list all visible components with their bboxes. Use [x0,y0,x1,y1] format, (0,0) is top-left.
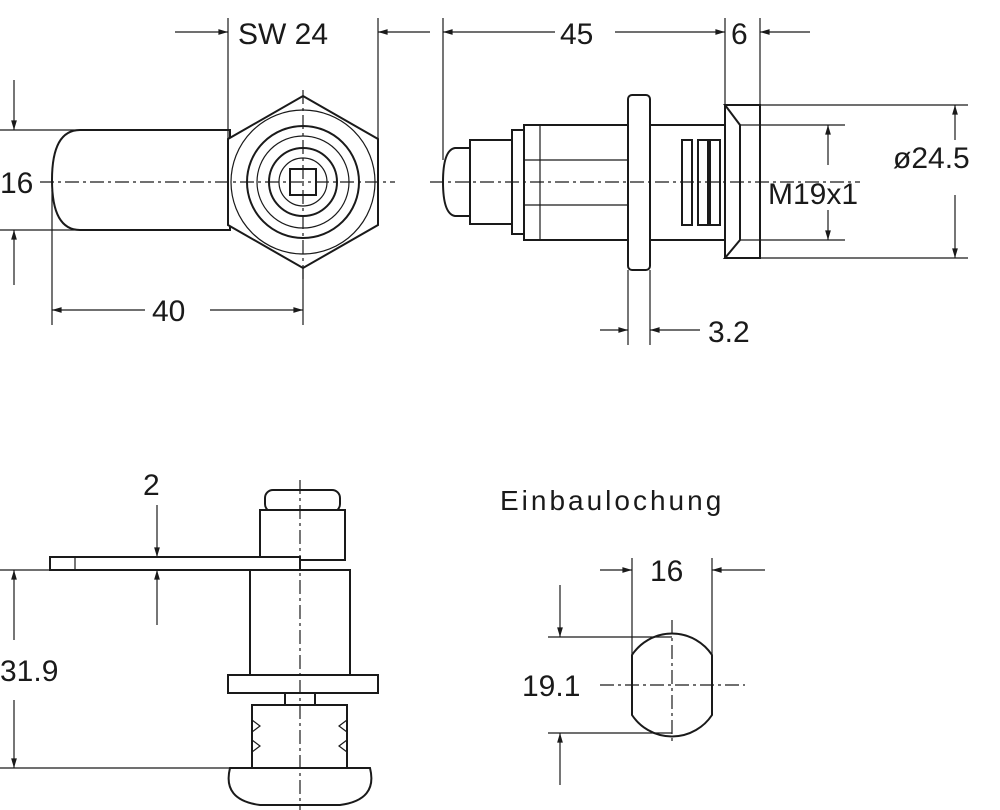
side-view: 45 6 ø24.5 M19x1 3.2 [430,18,970,349]
mounting-hole: Einbaulochung 16 19.1 [500,485,765,785]
dim-cam-length: 40 [152,295,185,328]
dim-nut-thickness: 3.2 [708,316,750,349]
dim-flange-diameter: ø24.5 [893,142,970,175]
dim-flange-thickness: 6 [731,18,748,51]
dim-hole-height: 19.1 [522,670,580,703]
mounting-hole-title: Einbaulochung [500,485,724,516]
dim-cam-thickness: 2 [143,469,160,502]
dim-sw24: SW 24 [238,18,328,51]
dim-hole-width: 16 [650,555,683,588]
dim-cam-height: 31.9 [0,655,58,688]
cam-bar [50,129,231,231]
dim-cam-width: 16 [0,167,33,200]
mounted-view: 2 31.9 [0,469,379,810]
nut-section [227,674,379,694]
dim-length: 45 [560,18,593,51]
dim-thread: M19x1 [768,178,858,211]
hole-shape [631,632,713,738]
cam-plate [49,556,301,571]
front-view: SW 24 16 40 [0,18,430,328]
